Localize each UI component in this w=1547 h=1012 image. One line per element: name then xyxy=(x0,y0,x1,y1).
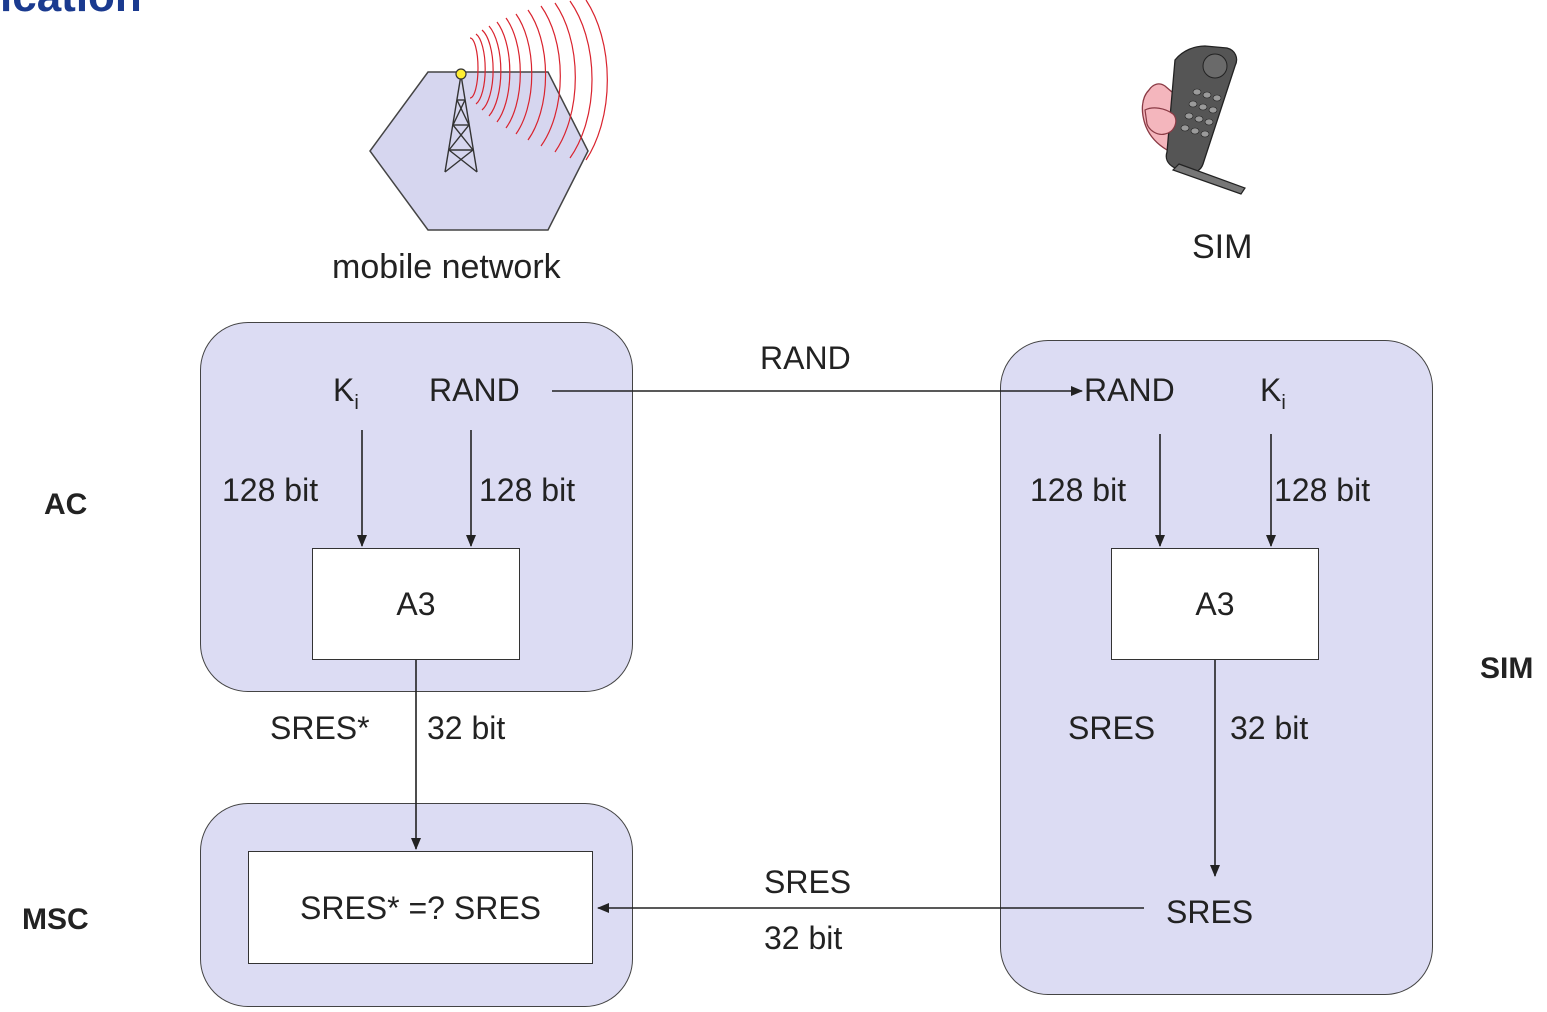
page-title: ication xyxy=(0,0,142,22)
compare-box: SRES* =? SRES xyxy=(248,851,593,964)
ac-bits-right: 128 bit xyxy=(479,472,576,508)
compare-label: SRES* =? SRES xyxy=(300,889,541,926)
sim-a3-box: A3 xyxy=(1111,548,1319,660)
ac-ki-label: Ki xyxy=(333,372,359,414)
sim-sres-output: SRES xyxy=(1166,894,1254,930)
sim-bits-left: 128 bit xyxy=(1030,472,1127,508)
ac-sres-bits: 32 bit xyxy=(427,710,506,746)
sim-sres-bits: 32 bit xyxy=(1230,710,1309,746)
sim-panel xyxy=(1000,340,1433,995)
network-caption: mobile network xyxy=(332,248,561,286)
sres-link-bits: 32 bit xyxy=(764,920,843,956)
sim-ki-label: Ki xyxy=(1260,372,1286,414)
sim-a3-label: A3 xyxy=(1195,586,1235,622)
rand-link-label: RAND xyxy=(760,340,851,376)
mobile-phone-icon xyxy=(1141,45,1246,195)
ac-rand-label: RAND xyxy=(429,372,520,408)
sim-rand-label: RAND xyxy=(1084,372,1175,408)
ac-a3-label: A3 xyxy=(396,586,436,622)
sres-link-label: SRES xyxy=(764,864,852,900)
sim-sres-label: SRES xyxy=(1068,710,1156,746)
side-label-sim: SIM xyxy=(1480,652,1534,685)
side-label-ac: AC xyxy=(44,488,88,521)
sim-bits-right: 128 bit xyxy=(1274,472,1371,508)
ac-bits-left: 128 bit xyxy=(222,472,319,508)
antenna-tower-icon xyxy=(369,0,608,231)
side-label-msc: MSC xyxy=(22,903,89,936)
ac-sres-star-label: SRES* xyxy=(270,710,370,746)
sim-caption: SIM xyxy=(1192,228,1253,266)
ac-a3-box: A3 xyxy=(312,548,520,660)
